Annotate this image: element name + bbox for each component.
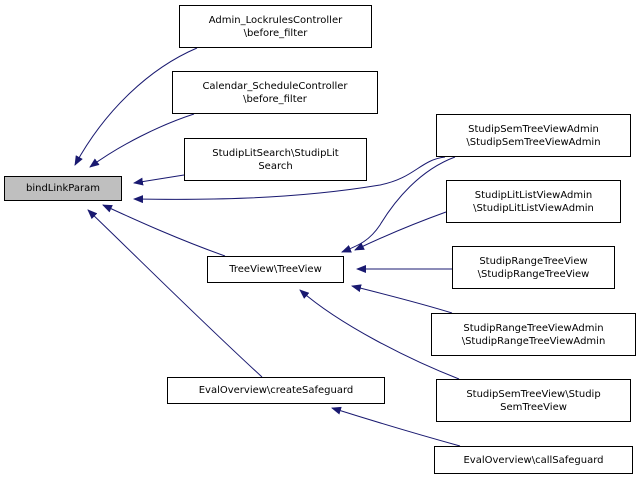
node-bindlinkparam: bindLinkParam (4, 176, 122, 201)
node-label-line: \StudipSemTreeViewAdmin (466, 136, 601, 148)
node-label-line: \StudipRangeTreeViewAdmin (461, 335, 606, 347)
node-label-line: StudipSemTreeView\Studip (466, 388, 601, 400)
node-studiprangetreeview[interactable]: StudipRangeTreeView\StudipRangeTreeView (452, 246, 615, 289)
node-label-line: Search (258, 160, 293, 172)
node-label-line: StudipRangeTreeView (479, 255, 588, 267)
edge-treeview-to-bindLinkParam (102, 204, 226, 257)
node-evaloverview-createsafeguard[interactable]: EvalOverview\createSafeguard (167, 377, 385, 404)
node-calendar-schedule[interactable]: Calendar_ScheduleController\before_filte… (172, 71, 378, 114)
edge-admin_lockrules-to-bindLinkParam (74, 47, 198, 166)
edge-studiplitsearch-to-bindLinkParam (133, 174, 185, 186)
node-label-line: TreeView\TreeView (229, 264, 322, 275)
node-admin-lockrules[interactable]: Admin_LockrulesController\before_filter (179, 5, 372, 48)
node-label-line: EvalOverview\callSafeguard (463, 454, 604, 466)
node-evaloverview-callsafeguard[interactable]: EvalOverview\callSafeguard (434, 446, 633, 474)
node-label-line: \before_filter (243, 27, 308, 39)
node-studipsemtreeviewadmin[interactable]: StudipSemTreeViewAdmin\StudipSemTreeView… (436, 114, 631, 157)
edge-studiprangetreeviewadmin-to-treeview (351, 284, 453, 314)
edge-evaloverview_call-to-evaloverview_create (331, 406, 461, 447)
node-label-line: Calendar_ScheduleController (202, 80, 348, 92)
edge-calendar_schedule-to-bindLinkParam (89, 113, 195, 168)
node-label-line: StudipSemTreeViewAdmin (468, 123, 599, 135)
node-label-line: \StudipRangeTreeView (477, 268, 590, 280)
node-label-line: SemTreeView (500, 401, 567, 413)
edge-studipsemtreeview-to-treeview (299, 289, 460, 380)
edge-studipsemtreeviewadmin-to-bindLinkParam (133, 156, 446, 204)
node-studiplitlistviewadmin[interactable]: StudipLitListViewAdmin\StudipLitListView… (446, 180, 621, 223)
edge-studiplitlistviewadmin-to-treeview (354, 211, 447, 251)
node-label-line: StudipLitListViewAdmin (474, 189, 593, 201)
node-treeview[interactable]: TreeView\TreeView (207, 256, 344, 283)
node-label-line: Admin_LockrulesController (208, 14, 343, 26)
node-label-line: \StudipLitListViewAdmin (473, 202, 594, 214)
node-label-line: StudipRangeTreeViewAdmin (463, 322, 604, 334)
node-label: bindLinkParam (26, 183, 100, 194)
node-label-line: StudipLitSearch\StudipLit (212, 147, 339, 159)
edge-evaloverview_create-to-bindLinkParam (87, 209, 263, 378)
node-label-line: EvalOverview\createSafeguard (198, 385, 354, 396)
node-label-line: \before_filter (243, 93, 307, 105)
node-studiprangetreeviewadmin[interactable]: StudipRangeTreeViewAdmin\StudipRangeTree… (431, 313, 636, 356)
